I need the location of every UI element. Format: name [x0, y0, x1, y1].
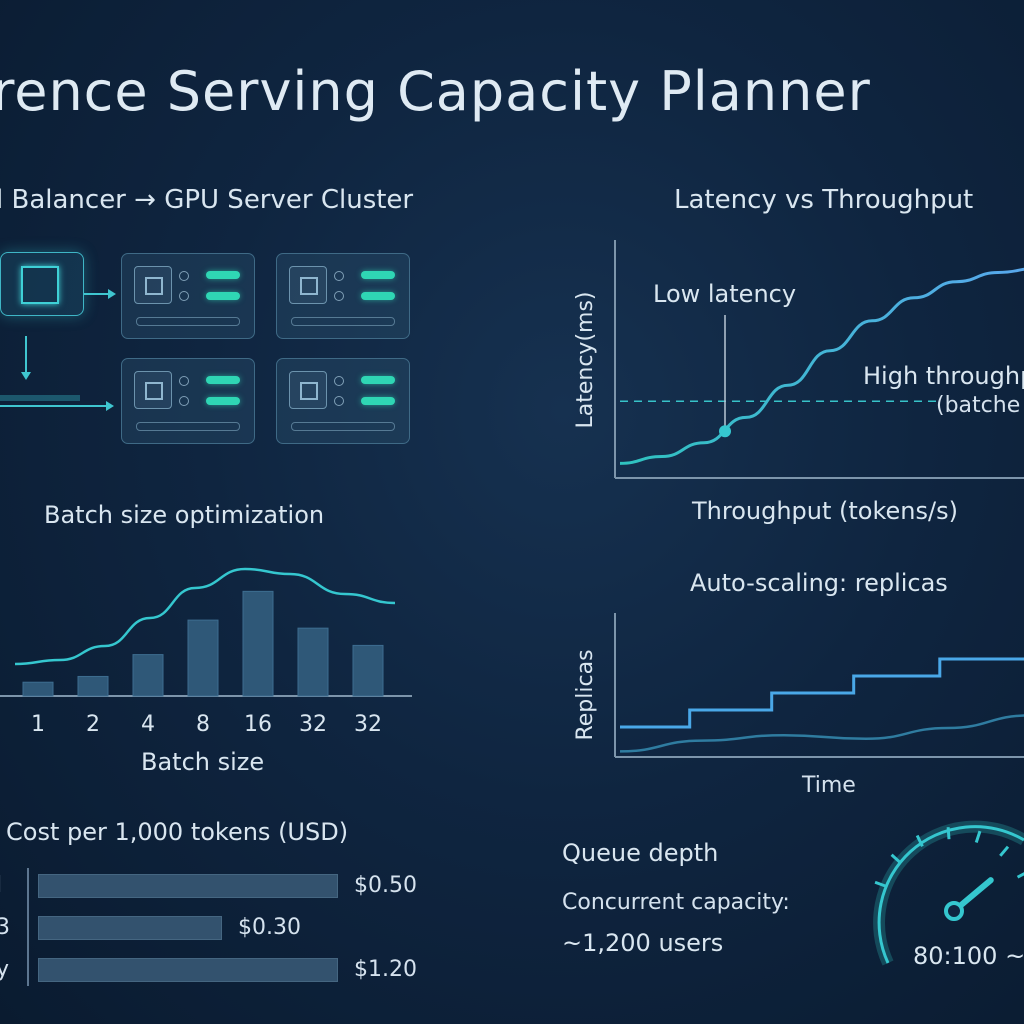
status-bar	[361, 271, 395, 279]
load-line	[619, 714, 1024, 753]
annotation-batched: (batche	[936, 393, 1021, 418]
gpu-server-2[interactable]	[276, 253, 410, 339]
capacity-label: Concurrent capacity:	[562, 890, 790, 915]
bar-2	[77, 675, 109, 697]
cost-row-label: l	[0, 873, 2, 898]
latency-curve	[619, 267, 1024, 465]
load-balancer-node[interactable]	[0, 252, 84, 316]
gauge-hub	[944, 901, 964, 921]
gpu-server-3[interactable]	[121, 358, 255, 444]
load-track	[291, 317, 395, 326]
autoscale-chart: Replicas	[573, 613, 1024, 758]
load-track	[136, 317, 240, 326]
autoscale-x-label: Time	[802, 773, 856, 798]
gauge-tick	[999, 845, 1010, 857]
bar-32	[297, 627, 329, 697]
batch-chart: 1 2 4 8 16 32 32	[0, 567, 412, 737]
cost-row-label: y	[0, 957, 10, 982]
gauge-tick	[874, 880, 887, 888]
cluster-heading: l Balancer → GPU Server Cluster	[0, 185, 414, 215]
cost-value: $0.50	[354, 873, 417, 898]
status-bar	[361, 397, 395, 405]
annotation-low-latency: Low latency	[653, 280, 797, 308]
status-led	[179, 396, 189, 406]
status-bar	[206, 376, 240, 384]
latency-chart-title: Latency vs Throughput	[674, 185, 974, 215]
x-tick-label: 32	[354, 712, 382, 737]
cost-heading: Cost per 1,000 tokens (USD)	[6, 818, 349, 846]
x-tick-label: 4	[141, 712, 155, 737]
x-tick-label: 32	[299, 712, 327, 737]
cost-value: $0.30	[238, 915, 301, 940]
y-axis-label: Replicas	[573, 649, 598, 740]
load-track	[136, 422, 240, 431]
x-tick-label: 2	[86, 712, 100, 737]
gauge-value: 80:100 ~	[913, 942, 1024, 970]
batch-x-label: Batch size	[141, 748, 265, 776]
gauge-tick	[974, 830, 982, 843]
bar-4	[132, 654, 164, 697]
gauge-tick	[1016, 872, 1024, 879]
gauge-tick	[915, 834, 924, 847]
queue-gauge	[873, 820, 1024, 966]
replicas-step-line	[620, 657, 1024, 729]
x-tick-label: 1	[31, 712, 45, 737]
status-bar	[361, 376, 395, 384]
latency-chart: Latency(ms)	[573, 240, 1024, 479]
status-bar	[361, 292, 395, 300]
x-tick-label: 16	[244, 712, 272, 737]
bar-16	[242, 590, 274, 697]
bar-1	[22, 681, 54, 697]
chip-icon	[21, 266, 59, 304]
status-led	[179, 271, 189, 281]
load-track	[291, 422, 395, 431]
status-led	[334, 376, 344, 386]
status-led	[179, 376, 189, 386]
x-axis-label: Throughput (tokens/s)	[692, 497, 958, 525]
cost-row-label: 3	[0, 915, 10, 940]
status-led	[179, 291, 189, 301]
gpu-chip-icon	[134, 266, 172, 304]
gpu-chip-icon	[289, 266, 327, 304]
batch-chart-title: Batch size optimization	[44, 501, 325, 529]
autoscale-chart-title: Auto-scaling: replicas	[690, 569, 948, 597]
x-tick-label: 8	[196, 712, 210, 737]
y-axis-label: Latency(ms)	[573, 291, 598, 428]
bar-8	[187, 619, 219, 697]
status-bar	[206, 292, 240, 300]
annotation-high-throughput: High throughp	[863, 362, 1024, 390]
gpu-server-4[interactable]	[276, 358, 410, 444]
page-title: erence Serving Capacity Planner	[0, 60, 871, 123]
gpu-chip-icon	[289, 371, 327, 409]
cost-value: $1.20	[354, 957, 417, 982]
gauge-arc	[877, 825, 1024, 964]
efficiency-curve	[14, 567, 396, 666]
gauge-tick	[890, 853, 902, 864]
gauge-tick	[946, 827, 951, 840]
status-led	[334, 396, 344, 406]
queue-heading: Queue depth	[562, 839, 719, 867]
cost-bar	[38, 874, 338, 898]
capacity-value: ~1,200 users	[562, 929, 724, 957]
status-bar	[206, 271, 240, 279]
cost-bar	[38, 958, 338, 982]
bar-32	[352, 644, 384, 697]
status-led	[334, 291, 344, 301]
status-bar	[206, 397, 240, 405]
cluster-connectors	[0, 289, 116, 411]
cost-axis	[27, 868, 29, 986]
cost-bar	[38, 916, 222, 940]
low-latency-marker	[719, 425, 731, 438]
gpu-chip-icon	[134, 371, 172, 409]
status-led	[334, 271, 344, 281]
gpu-server-1[interactable]	[121, 253, 255, 339]
